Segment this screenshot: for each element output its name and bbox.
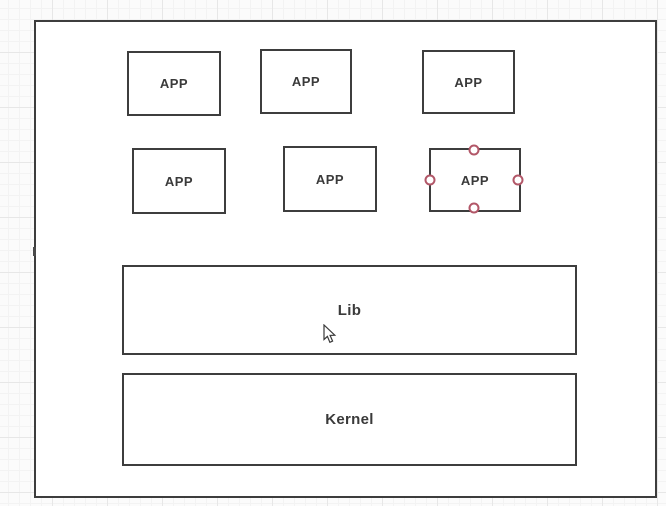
kernel-box-label: Kernel: [325, 411, 374, 428]
app-box-5[interactable]: APP: [283, 146, 377, 212]
app-box-3[interactable]: APP: [422, 50, 515, 114]
app-box-2[interactable]: APP: [260, 49, 352, 114]
app-box-3-label: APP: [454, 74, 483, 90]
app-box-1[interactable]: APP: [127, 51, 221, 116]
kernel-box[interactable]: Kernel: [122, 373, 577, 466]
connection-handle-bottom[interactable]: [468, 202, 480, 214]
connection-handle-top[interactable]: [468, 144, 480, 156]
app-box-2-label: APP: [291, 74, 321, 89]
app-box-5-label: APP: [315, 171, 345, 187]
connection-handle-left[interactable]: [424, 174, 436, 186]
app-box-6-selected[interactable]: APP: [424, 144, 524, 214]
app-box-1-label: APP: [159, 76, 189, 91]
app-box-4[interactable]: APP: [132, 148, 226, 214]
lib-box[interactable]: Lib: [122, 265, 577, 355]
app-box-4-label: APP: [164, 173, 194, 189]
app-box-6-label: APP: [460, 172, 490, 188]
boundary-left-connection-tick: [33, 247, 36, 256]
connection-handle-right[interactable]: [512, 174, 524, 186]
lib-box-label: Lib: [337, 301, 362, 319]
